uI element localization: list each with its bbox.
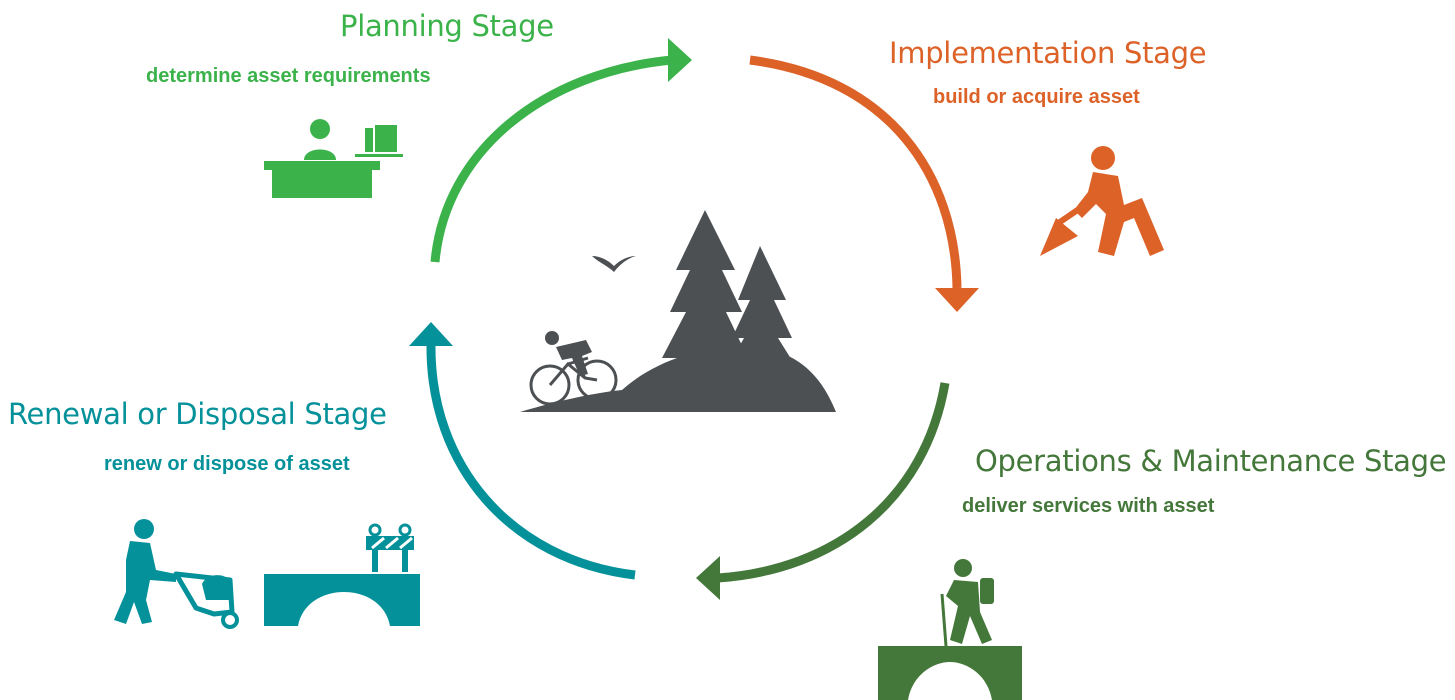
operations-arrow — [696, 382, 950, 600]
office-worker-desk-icon — [264, 119, 403, 198]
operations-stage-subtitle: deliver services with asset — [962, 495, 1215, 517]
implementation-stage-subtitle: build or acquire asset — [933, 86, 1140, 108]
worker-wheelbarrow-and-closed-bridge-icon — [114, 519, 420, 629]
planning-stage-title: Planning Stage — [340, 9, 554, 43]
planning-arrow — [430, 38, 692, 263]
renewal-stage-title: Renewal or Disposal Stage — [8, 397, 387, 431]
operations-stage-title: Operations & Maintenance Stage — [975, 444, 1447, 478]
renewal-arrow — [409, 322, 636, 580]
implementation-stage-title: Implementation Stage — [889, 36, 1207, 70]
renewal-stage-subtitle: renew or dispose of asset — [104, 453, 350, 475]
implementation-arrow — [749, 55, 979, 312]
hiker-on-bridge-icon — [878, 559, 1022, 700]
cycle-arrows — [409, 38, 979, 600]
planning-stage-subtitle: determine asset requirements — [146, 65, 431, 87]
cyclist-trees-hill-icon — [520, 210, 836, 412]
worker-shoveling-icon — [1040, 146, 1164, 256]
